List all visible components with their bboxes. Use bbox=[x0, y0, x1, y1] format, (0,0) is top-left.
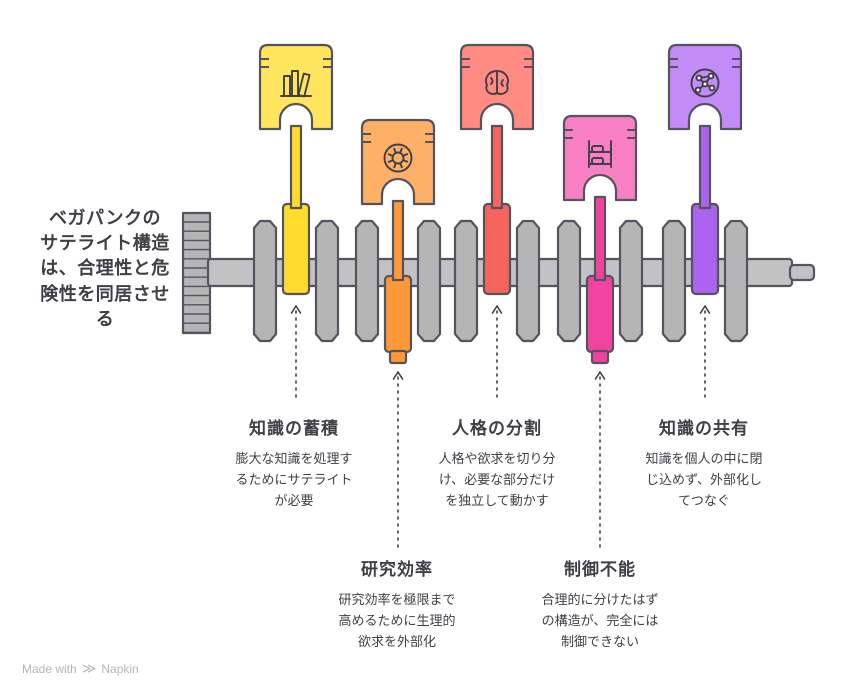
watermark-made-with: Made with bbox=[22, 661, 77, 676]
connector-arrow-personality-division bbox=[491, 305, 503, 403]
watermark-brand: Napkin bbox=[101, 661, 139, 676]
crank-pin-cap bbox=[388, 349, 408, 365]
crank-web bbox=[354, 219, 380, 343]
callout-loss-of-control: 制御不能 合理的に分けたはずの構造が、完全には制御できない bbox=[508, 555, 692, 652]
connector-arrow-knowledge-accumulation bbox=[290, 305, 302, 403]
piston-loss-of-control bbox=[562, 114, 638, 365]
connector-arrow-loss-of-control bbox=[594, 371, 606, 549]
callout-label: 研究効率 bbox=[361, 560, 433, 579]
connector-arrow-knowledge-sharing bbox=[699, 305, 711, 403]
crank-web bbox=[453, 219, 479, 343]
crank-pin-cap bbox=[590, 349, 610, 365]
callout-label: 制御不能 bbox=[564, 560, 636, 579]
connecting-rod bbox=[289, 124, 303, 210]
crank-web bbox=[515, 219, 541, 343]
piston-head bbox=[360, 118, 436, 206]
rod-big-end bbox=[585, 274, 615, 354]
gear-end bbox=[181, 211, 212, 335]
callout-description: 人格や欲求を切り分け、必要な部分だけを独立して動かす bbox=[438, 451, 556, 508]
piston-personality-division bbox=[459, 43, 535, 296]
connecting-rod bbox=[391, 199, 405, 282]
callout-label: 知識の蓄積 bbox=[249, 419, 339, 438]
crank-web bbox=[556, 219, 582, 343]
callout-label: 知識の共有 bbox=[659, 419, 749, 438]
crank-web bbox=[314, 219, 340, 343]
piston-head bbox=[258, 43, 334, 131]
rod-big-end bbox=[482, 202, 512, 296]
connecting-rod bbox=[698, 124, 712, 210]
callout-research-efficiency: 研究効率 研究効率を極限まで高めるために生理的欲求を外部化 bbox=[305, 555, 489, 652]
connector-arrow-research-efficiency bbox=[392, 371, 404, 549]
napkin-logo-icon: ≫ bbox=[81, 660, 97, 676]
rod-big-end bbox=[383, 274, 413, 354]
crank-web bbox=[661, 219, 687, 343]
bunk-bed-icon bbox=[588, 140, 612, 168]
network-icon bbox=[690, 68, 720, 98]
crank-web bbox=[416, 219, 442, 343]
rod-big-end bbox=[281, 202, 311, 296]
callout-description: 知識を個人の中に閉じ込めず、外部化してつなぐ bbox=[645, 451, 763, 508]
rod-big-end bbox=[690, 202, 720, 296]
diagram-title: ベガパンクの サテライト構造 は、合理性と危 険性を同居させ る bbox=[40, 208, 170, 329]
callout-knowledge-sharing: 知識の共有 知識を個人の中に閉じ込めず、外部化してつなぐ bbox=[612, 414, 796, 511]
callout-description: 膨大な知識を処理するためにサテライトが必要 bbox=[235, 451, 353, 508]
brain-icon bbox=[485, 70, 509, 95]
gear-icon bbox=[383, 143, 413, 173]
watermark: Made with ≫ Napkin bbox=[22, 660, 139, 677]
callout-knowledge-accumulation: 知識の蓄積 膨大な知識を処理するためにサテライトが必要 bbox=[202, 414, 386, 511]
callout-description: 研究効率を極限まで高めるために生理的欲求を外部化 bbox=[338, 592, 456, 649]
crank-web bbox=[723, 219, 749, 343]
books-icon bbox=[280, 70, 312, 98]
crank-web bbox=[618, 219, 644, 343]
callout-description: 合理的に分けたはずの構造が、完全には制御できない bbox=[541, 592, 659, 649]
connecting-rod bbox=[593, 195, 607, 282]
crank-web bbox=[252, 219, 278, 343]
connecting-rod bbox=[490, 124, 504, 210]
callout-personality-division: 人格の分割 人格や欲求を切り分け、必要な部分だけを独立して動かす bbox=[405, 414, 589, 511]
piston-knowledge-sharing bbox=[667, 43, 743, 296]
piston-knowledge-accumulation bbox=[258, 43, 334, 296]
callout-label: 人格の分割 bbox=[452, 419, 542, 438]
piston-research-efficiency bbox=[360, 118, 436, 365]
